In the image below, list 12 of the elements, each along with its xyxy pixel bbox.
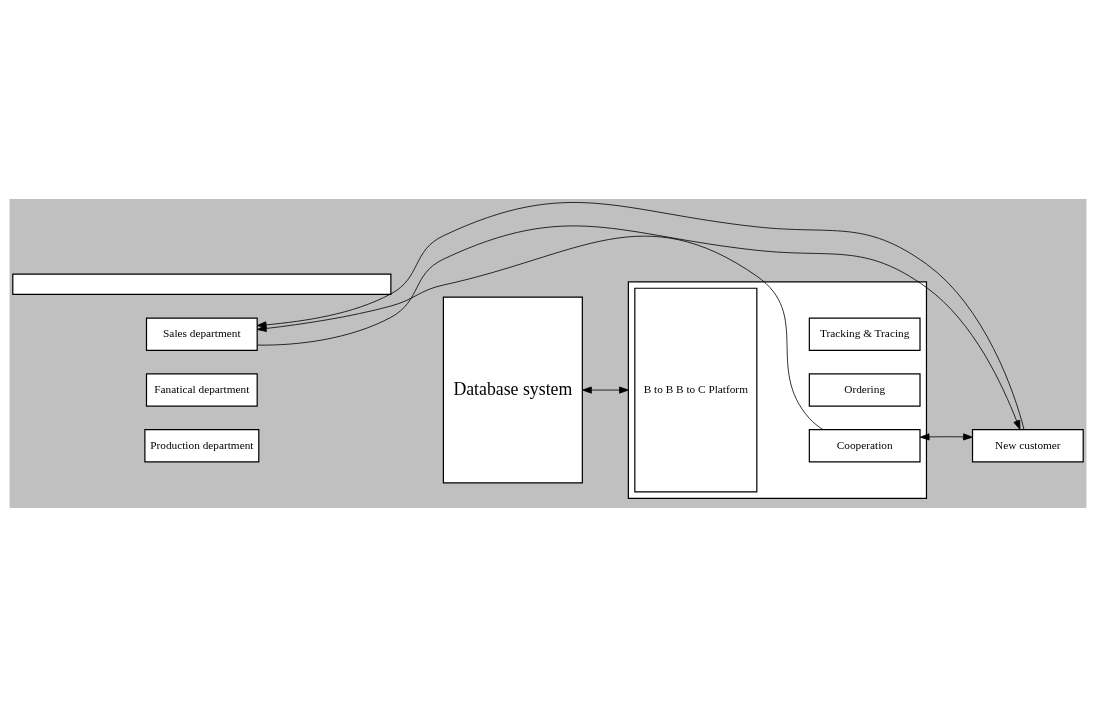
node-box: B to B B to C Platform <box>634 287 758 492</box>
arrow <box>582 386 629 394</box>
node-box: Sales department <box>145 317 258 351</box>
arrow <box>919 432 973 440</box>
node-box: Database system <box>442 296 583 484</box>
node-box: Production department <box>144 428 260 463</box>
node-box: New customer <box>971 428 1084 463</box>
node-box: Ordering <box>808 372 921 407</box>
node-box: Tracking & Tracing <box>808 317 921 351</box>
node-box <box>12 273 392 295</box>
node-box: Cooperation <box>808 428 921 463</box>
node-box: Fanatical department <box>145 372 258 407</box>
